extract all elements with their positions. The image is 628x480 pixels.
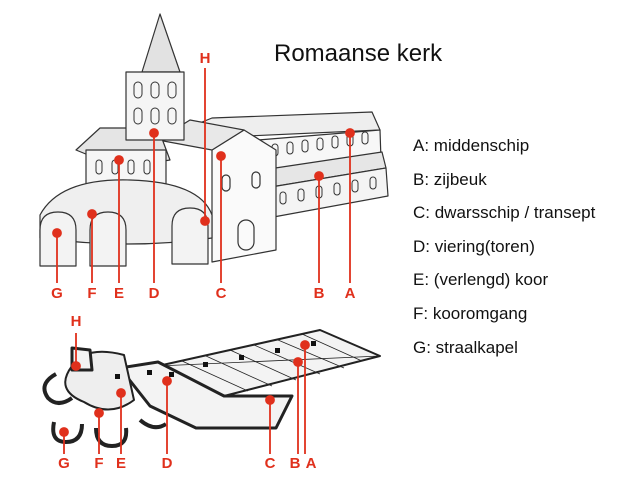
legend: A: middenschip B: zijbeuk C: dwarsschip … [413, 136, 595, 371]
radiating-chapel [171, 207, 209, 265]
plan-piers [115, 341, 316, 379]
upper-label-f: F [87, 285, 97, 302]
legend-item-c: C: dwarsschip / transept [413, 203, 596, 223]
upper-label-b: B [313, 285, 325, 302]
lower-label-h: H [70, 313, 82, 330]
lower-label-a: A [305, 455, 317, 472]
legend-item-f: F: kooromgang [413, 303, 528, 323]
plan-radiating-chapels [42, 372, 168, 448]
upper-label-g: G [51, 285, 63, 302]
legend-item-b: B: zijbeuk [413, 169, 487, 189]
lower-label-c: C [264, 455, 276, 472]
legend-item-a: A: middenschip [413, 136, 530, 155]
lower-label-g: G [58, 455, 70, 472]
legend-item-g: G: straalkapel [413, 337, 518, 357]
upper-label-a: A [344, 285, 356, 302]
legend-item-e: E: (verlengd) koor [413, 270, 549, 290]
upper-label-e: E [113, 285, 124, 302]
lower-label-b: B [289, 455, 301, 472]
crossing-tower [125, 71, 185, 141]
transept-portal [237, 219, 255, 251]
upper-label-d: D [148, 285, 160, 302]
lower-label-e: E [115, 455, 126, 472]
radiating-chapel [39, 211, 77, 267]
diagram-title: Romaanse kerk [274, 40, 443, 67]
upper-label-h: H [199, 50, 211, 67]
legend-item-d: D: viering(toren) [413, 236, 535, 256]
upper-label-c: C [215, 285, 227, 302]
lower-label-d: D [161, 455, 173, 472]
lower-label-f: F [94, 455, 104, 472]
